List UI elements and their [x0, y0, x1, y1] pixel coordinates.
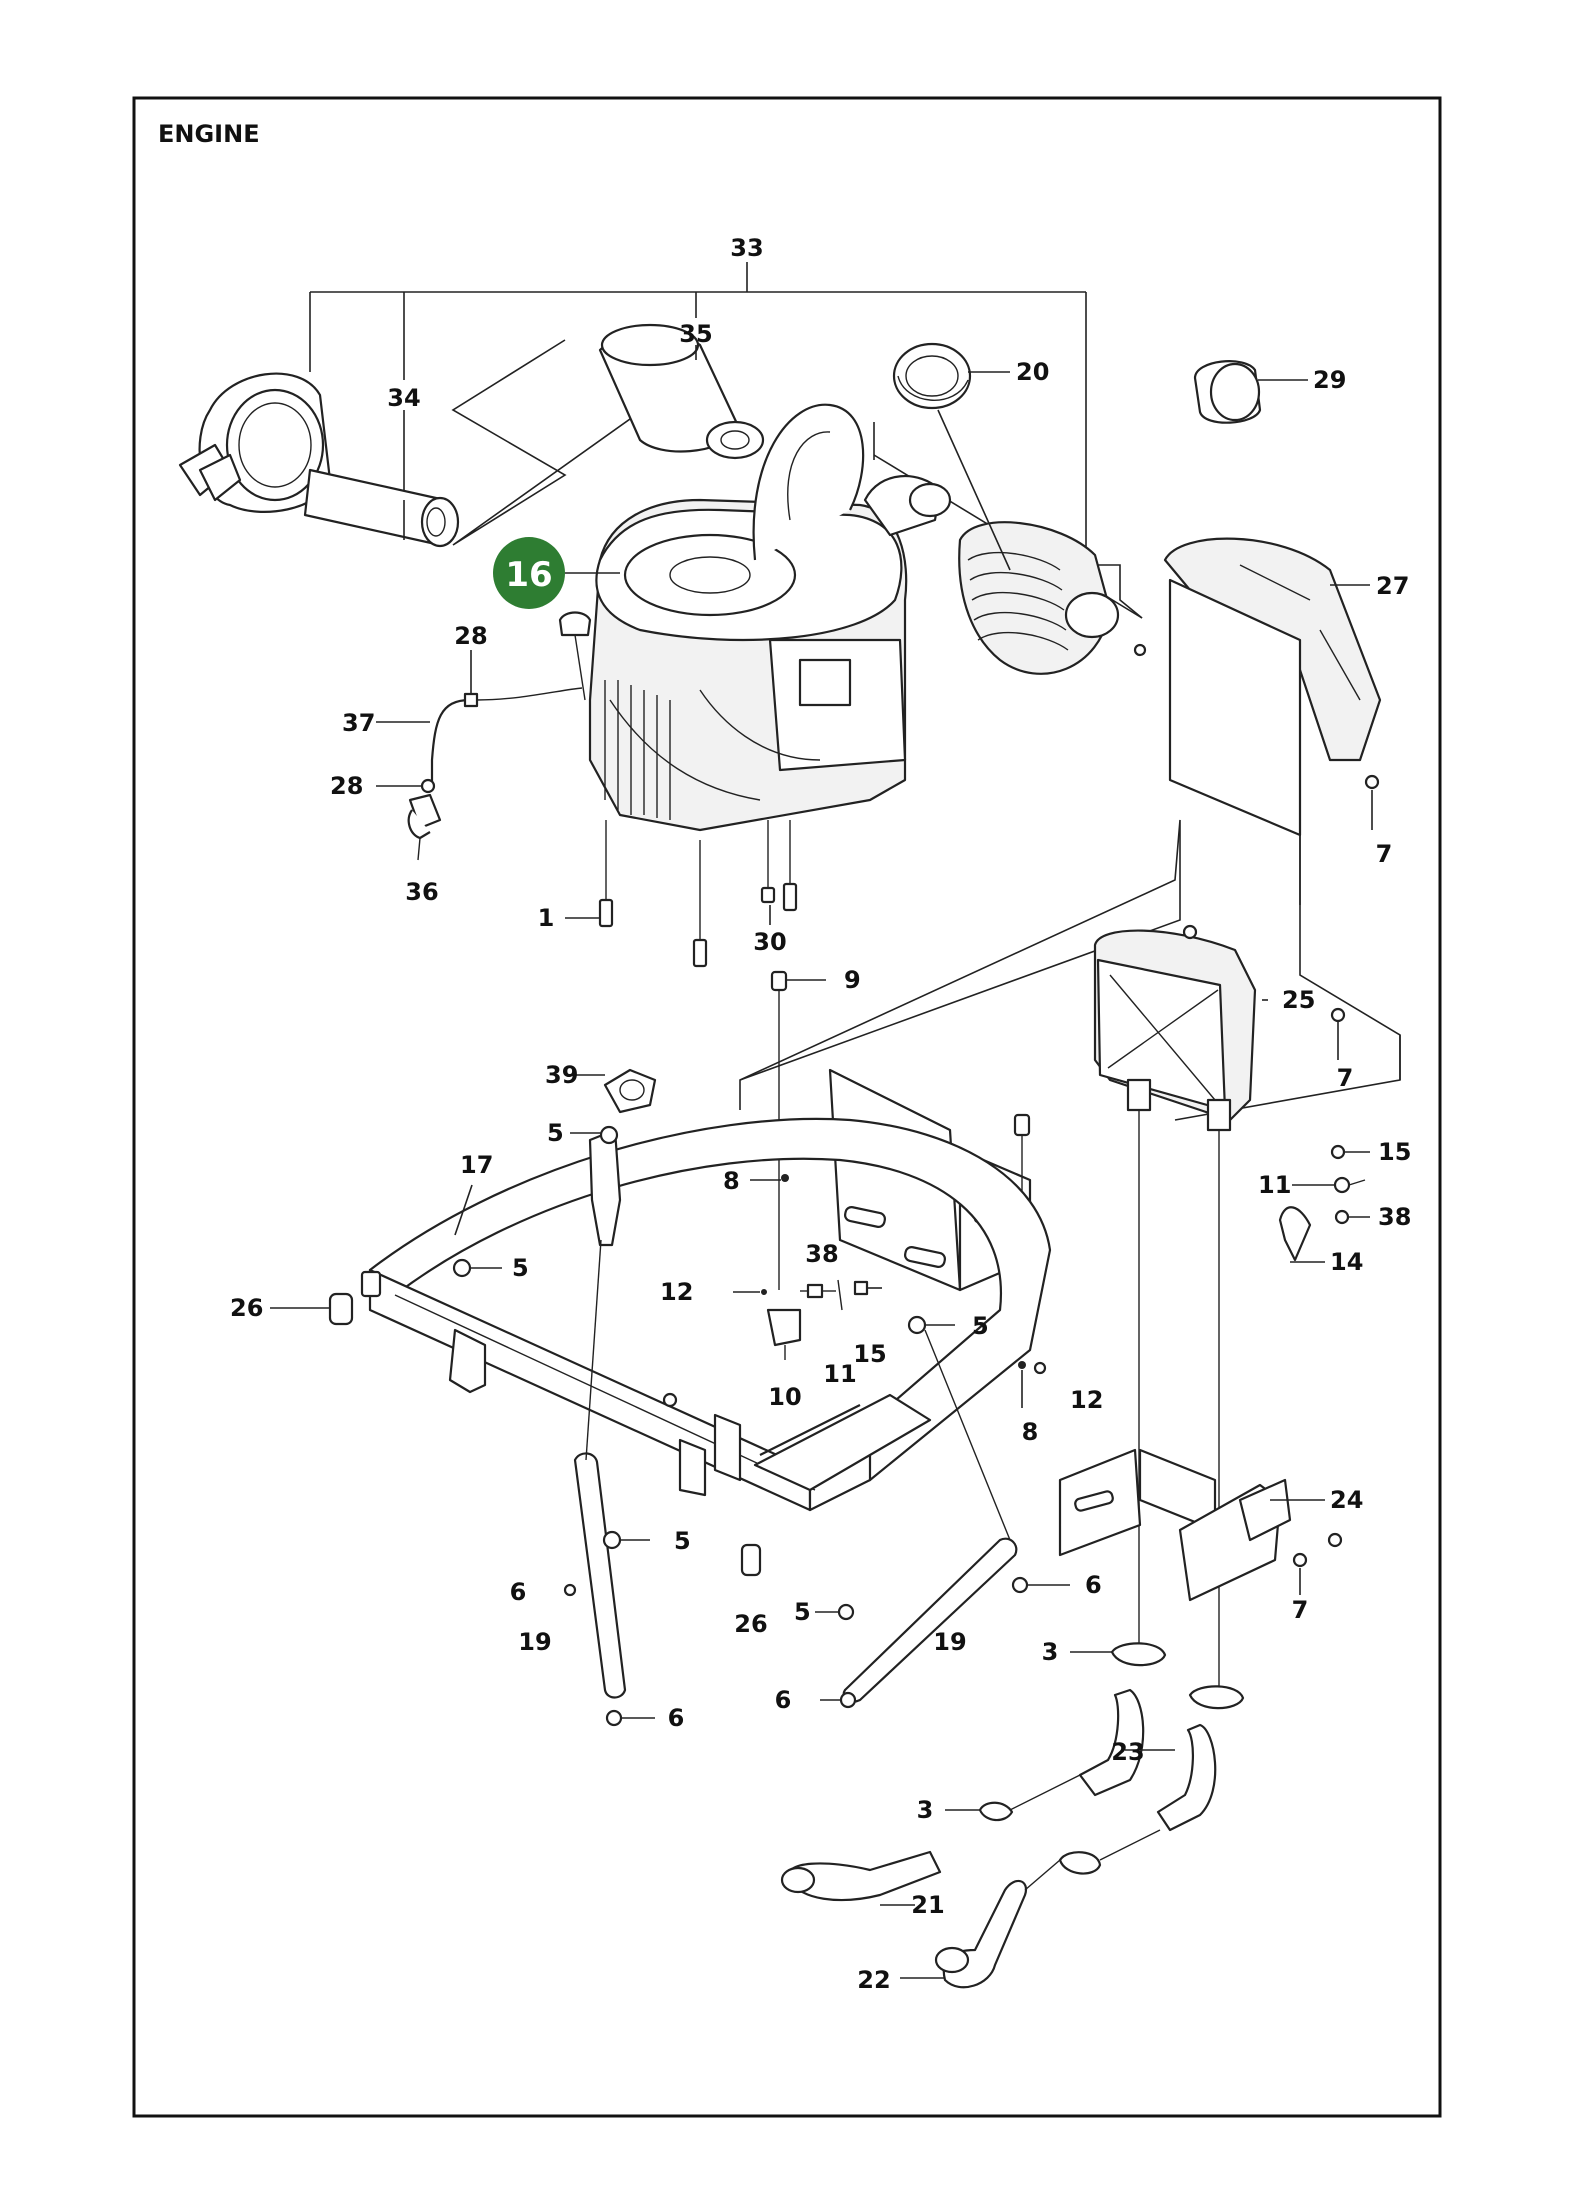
callout-35[interactable]: 35 — [679, 320, 712, 348]
page-frame — [132, 96, 1442, 2118]
callout-14[interactable]: 14 — [1330, 1248, 1363, 1276]
callout-33[interactable]: 33 — [730, 234, 763, 262]
callout-6-b[interactable]: 6 — [1085, 1571, 1102, 1599]
callout-6-a[interactable]: 6 — [510, 1578, 527, 1606]
callout-3-a[interactable]: 3 — [1042, 1638, 1059, 1666]
callout-28-bottom[interactable]: 28 — [330, 772, 363, 800]
callout-19-a[interactable]: 19 — [518, 1628, 551, 1656]
callout-22[interactable]: 22 — [857, 1966, 890, 1994]
callout-3-b[interactable]: 3 — [917, 1796, 934, 1824]
air-cleaner-cover — [178, 372, 332, 513]
callout-34[interactable]: 34 — [387, 384, 420, 412]
oil-filter-29 — [1193, 360, 1308, 424]
air-intake-hose — [937, 409, 1120, 675]
callout-12-b[interactable]: 12 — [1070, 1386, 1103, 1414]
callout-1[interactable]: 1 — [538, 904, 555, 932]
heat-shield-27 — [1133, 537, 1382, 837]
callout-38-a[interactable]: 38 — [1378, 1203, 1411, 1231]
callout-26-a[interactable]: 26 — [230, 1294, 263, 1322]
callout-37[interactable]: 37 — [342, 709, 375, 737]
callout-29[interactable]: 29 — [1313, 366, 1346, 394]
callout-15-a[interactable]: 15 — [1378, 1138, 1411, 1166]
frame-17 — [360, 1117, 1052, 1512]
callout-38-b[interactable]: 38 — [805, 1240, 838, 1268]
callout-26-b[interactable]: 26 — [734, 1610, 767, 1638]
callout-5-e[interactable]: 5 — [794, 1598, 811, 1626]
engine-16 — [558, 403, 952, 832]
callout-12-a[interactable]: 12 — [660, 1278, 693, 1306]
pre-filter-35 — [598, 323, 765, 460]
muffler-25 — [1093, 924, 1346, 1690]
callout-27[interactable]: 27 — [1376, 572, 1409, 600]
callout-9[interactable]: 9 — [844, 966, 861, 994]
callout-6-d[interactable]: 6 — [668, 1704, 685, 1732]
callout-19-b[interactable]: 19 — [933, 1628, 966, 1656]
callout-7-c[interactable]: 7 — [1292, 1596, 1309, 1624]
callout-5-c[interactable]: 5 — [972, 1312, 989, 1340]
callout-11-b[interactable]: 11 — [823, 1360, 856, 1388]
grommet-39 — [575, 1068, 657, 1114]
callout-17[interactable]: 17 — [460, 1151, 493, 1179]
callout-5-d[interactable]: 5 — [674, 1527, 691, 1555]
exhaust-pipe-23 — [1070, 1642, 1245, 1832]
highlight-badge-label: 16 — [505, 555, 552, 595]
callout-23[interactable]: 23 — [1111, 1738, 1144, 1766]
highlight-badge-16[interactable]: 16 — [493, 537, 620, 609]
callout-30[interactable]: 30 — [753, 928, 786, 956]
callout-8-b[interactable]: 8 — [1022, 1418, 1039, 1446]
callout-36[interactable]: 36 — [405, 878, 438, 906]
callout-11-a[interactable]: 11 — [1258, 1171, 1291, 1199]
callout-5-a[interactable]: 5 — [547, 1119, 564, 1147]
mounting-plate-area — [739, 819, 1401, 1290]
brace-19-left — [573, 1239, 627, 1699]
exhaust-pipe-21 — [780, 1774, 1081, 1906]
exhaust-pipe-22 — [900, 1829, 1161, 1989]
callout-7-b[interactable]: 7 — [1337, 1064, 1354, 1092]
fuel-line-assembly — [376, 650, 583, 861]
callout-8-a[interactable]: 8 — [723, 1167, 740, 1195]
diagram-title: ENGINE — [158, 120, 260, 148]
callout-labels: 33 35 34 20 29 27 28 37 28 36 7 1 30 9 2… — [230, 234, 1411, 1994]
callout-15-b[interactable]: 15 — [853, 1340, 886, 1368]
bracket-24 — [1058, 1448, 1343, 1602]
callout-25[interactable]: 25 — [1282, 986, 1315, 1014]
callout-5-b[interactable]: 5 — [512, 1254, 529, 1282]
callout-21[interactable]: 21 — [911, 1891, 944, 1919]
intake-ring-20 — [892, 342, 1010, 410]
callout-28-top[interactable]: 28 — [454, 622, 487, 650]
engine-mount-bolts — [565, 820, 798, 968]
callout-39[interactable]: 39 — [545, 1061, 578, 1089]
callout-10[interactable]: 10 — [768, 1383, 801, 1411]
air-filter-element — [303, 468, 460, 548]
callout-20[interactable]: 20 — [1016, 358, 1049, 386]
callout-7-a[interactable]: 7 — [1376, 840, 1393, 868]
callout-24[interactable]: 24 — [1330, 1486, 1363, 1514]
fastener-hardware — [270, 1125, 1370, 1727]
callout-6-c[interactable]: 6 — [775, 1686, 792, 1714]
